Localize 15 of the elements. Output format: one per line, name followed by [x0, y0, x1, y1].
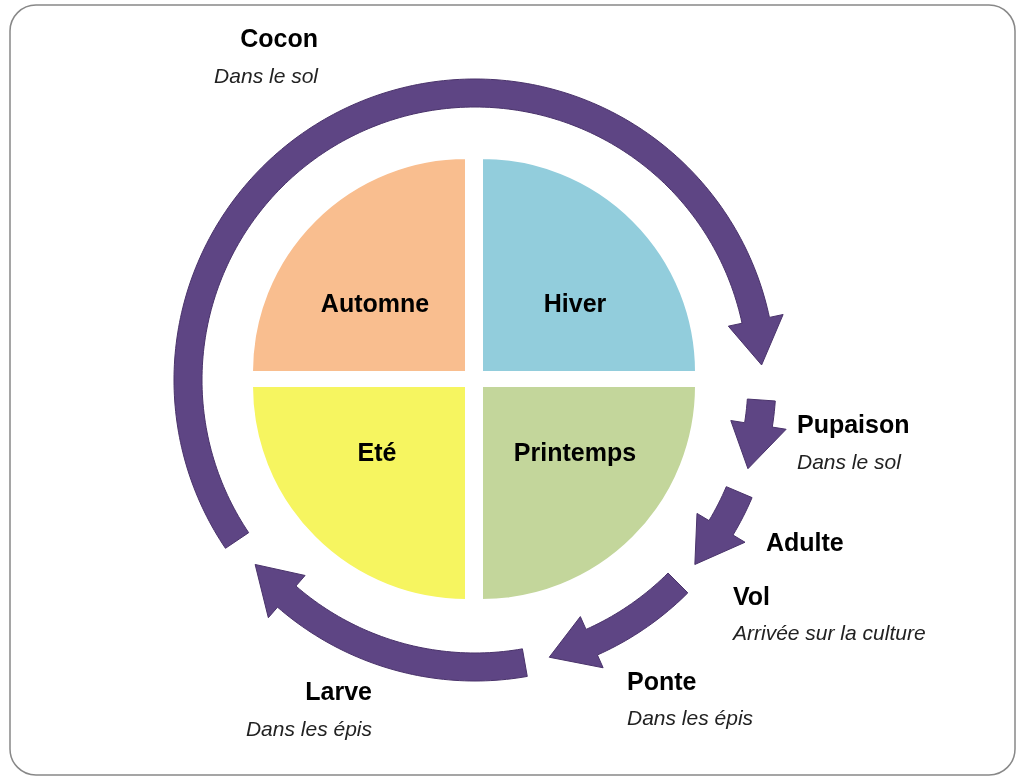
- season-label: Eté: [357, 437, 397, 467]
- stage-name: Vol: [733, 581, 771, 611]
- season-label: Printemps: [513, 437, 637, 467]
- stage-note: Arrivée sur la culture: [733, 621, 926, 645]
- stage-name: Adulte: [766, 527, 844, 557]
- stage-name: Pupaison: [797, 409, 910, 439]
- stage-name: Ponte: [627, 666, 697, 696]
- stage-note: Dans le sol: [797, 450, 901, 474]
- stage-name: Larve: [305, 676, 372, 706]
- stage-note: Dans le sol: [214, 64, 318, 88]
- stage-note: Dans les épis: [245, 717, 372, 741]
- season-label: Hiver: [543, 288, 607, 318]
- stage-name: Cocon: [240, 23, 318, 53]
- season-label: Automne: [320, 288, 430, 318]
- stage-note: Dans les épis: [627, 706, 754, 730]
